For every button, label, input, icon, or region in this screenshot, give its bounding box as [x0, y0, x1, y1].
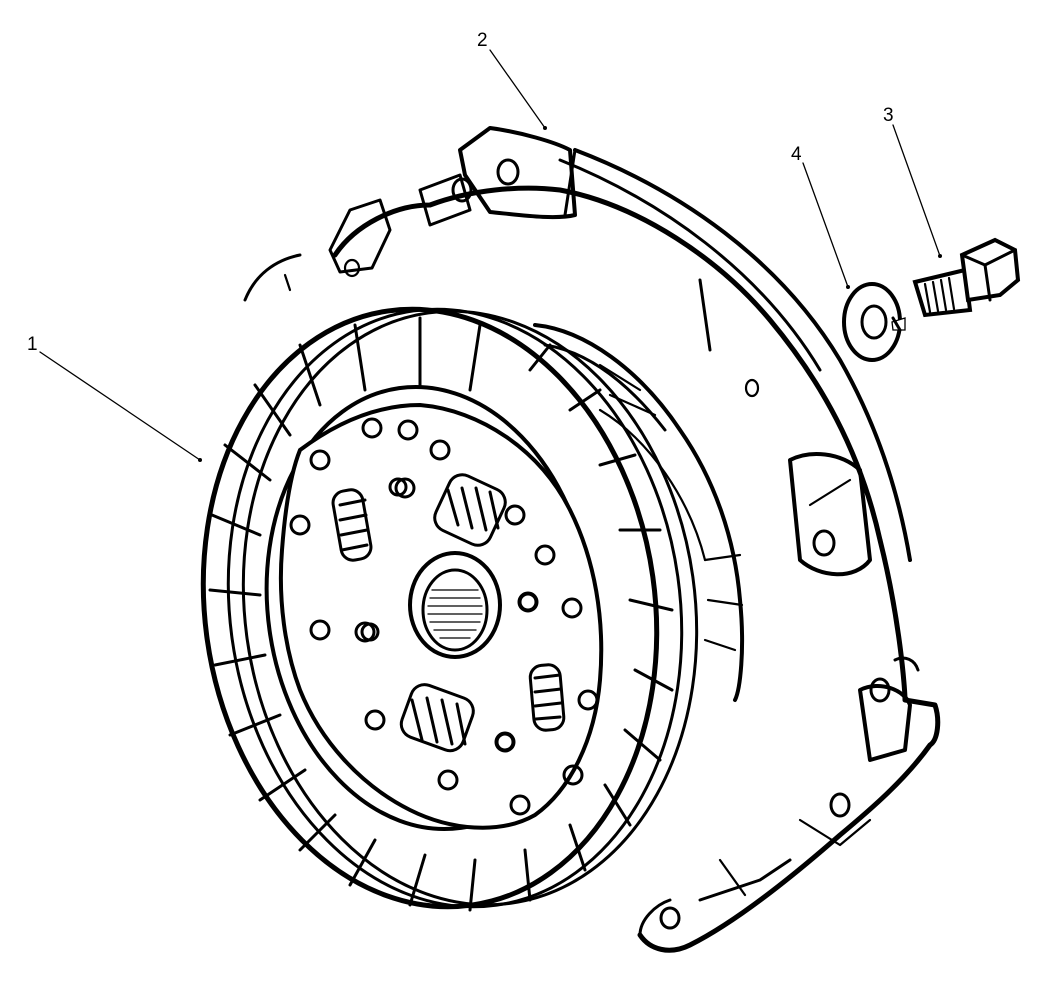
damper-springs	[331, 473, 566, 753]
callout-labels: 1 2 3 4	[27, 30, 894, 355]
hub-holes	[360, 477, 538, 752]
pressure-plate-cover	[243, 126, 941, 953]
splined-hub	[408, 551, 502, 659]
washer	[842, 282, 906, 362]
leader-1	[39, 351, 201, 461]
leader-3	[892, 124, 941, 257]
friction-segment-lines	[208, 316, 674, 912]
leader-2	[489, 49, 546, 129]
callout-leaders	[39, 49, 942, 462]
callout-1: 1	[27, 334, 38, 355]
clutch-disc	[200, 306, 699, 912]
callout-2: 2	[477, 30, 488, 51]
callout-4: 4	[791, 144, 802, 165]
callout-3: 3	[883, 105, 894, 126]
leader-4	[802, 162, 849, 288]
bolt	[912, 237, 1021, 318]
